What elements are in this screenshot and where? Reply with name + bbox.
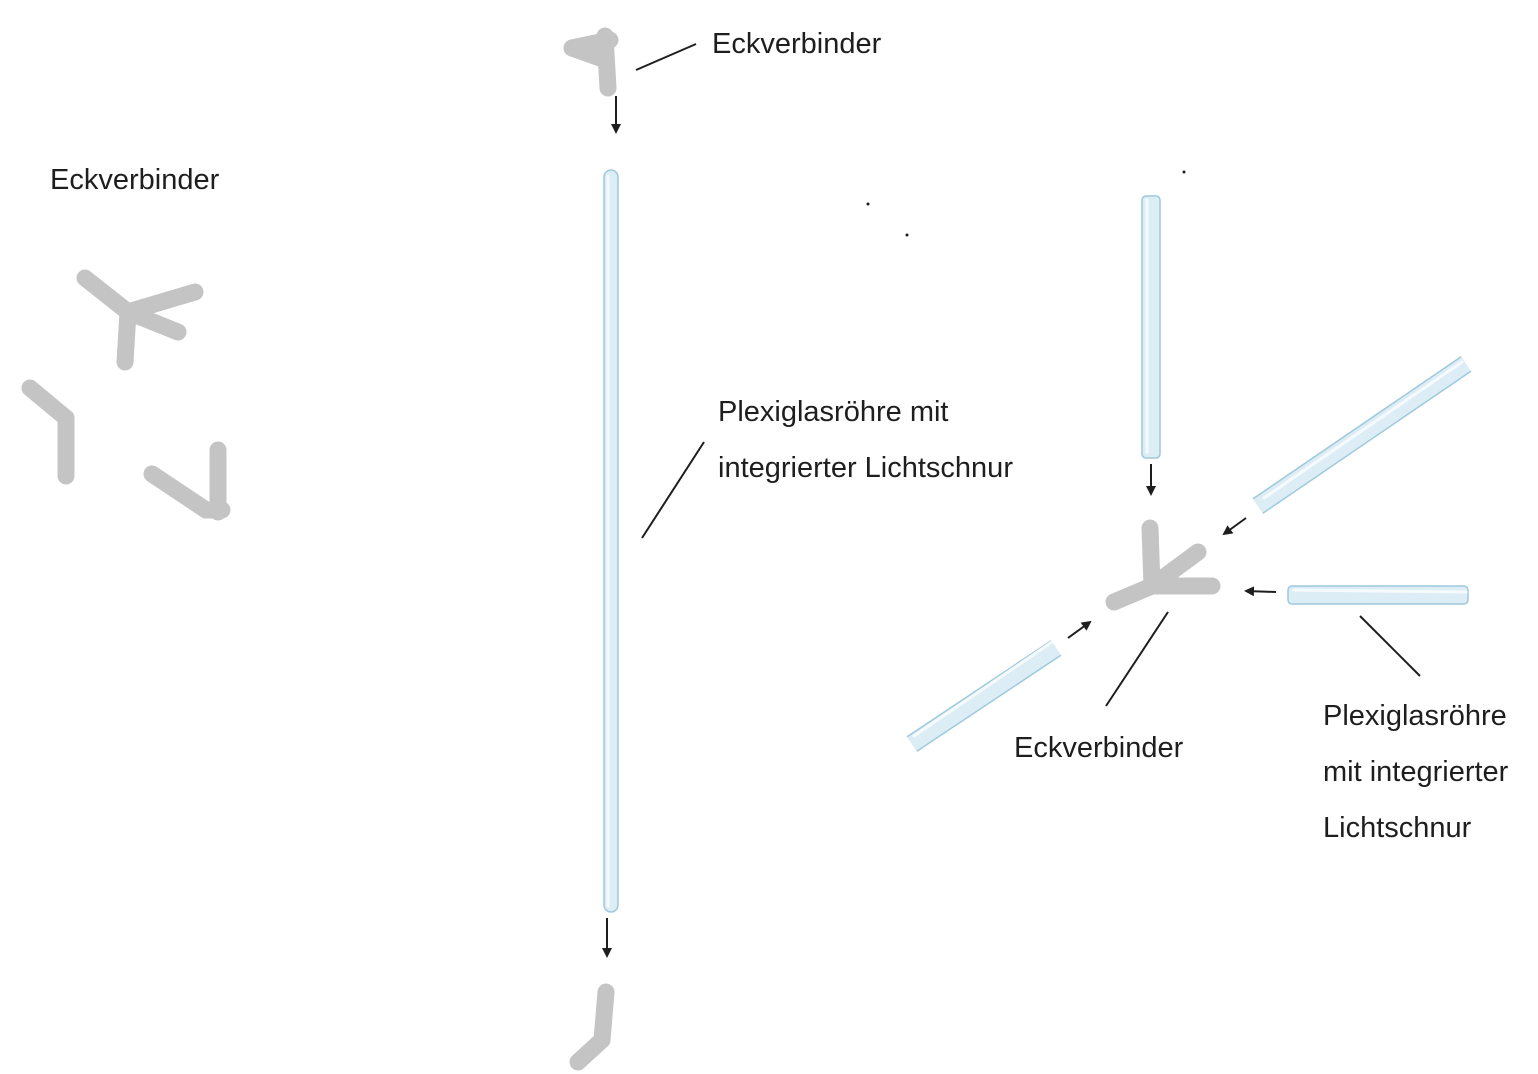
right-plexiglass-tube-icon [1287, 585, 1469, 605]
right-tube-label-line-3: Lichtschnur [1323, 812, 1472, 844]
corner-connector-icon [143, 441, 231, 521]
top-elbow-connector-icon [563, 27, 619, 97]
right-tube-label-line-2: mit integrierter [1323, 756, 1509, 788]
arrow-icon [1222, 517, 1247, 536]
right-tube-label-line-1: Plexiglasröhre [1323, 700, 1507, 732]
tube-label-line-1: Plexiglasröhre mit [718, 396, 949, 428]
upper-right-plexiglass-tube-icon [1252, 356, 1472, 514]
arrow-icon [1244, 586, 1277, 597]
top-plexiglass-tube-icon [1141, 195, 1161, 459]
stray-dot [905, 233, 909, 237]
vertical-assembly [563, 27, 705, 1071]
tube-label-line-2: integrierter Lichtschnur [718, 452, 1013, 484]
three-way-connector-icon [76, 269, 204, 371]
stray-dot [866, 202, 870, 206]
left-connector-label: Eckverbinder [50, 164, 220, 196]
arrow-icon [1067, 620, 1092, 639]
top-connector-label: Eckverbinder [712, 28, 882, 60]
joint-assembly [866, 170, 1472, 752]
four-way-connector-icon [1105, 519, 1221, 611]
joint-connector-label: Eckverbinder [1014, 732, 1184, 764]
elbow-connector-icon [21, 379, 75, 485]
stray-dot [1182, 170, 1186, 174]
right-tube-label: Plexiglasröhre mit integrierter Lichtsch… [1323, 688, 1508, 856]
lower-left-plexiglass-tube-icon [906, 640, 1062, 752]
leader-line-tube [641, 441, 705, 539]
leader-line-joint-connector [1105, 611, 1169, 707]
tube-label: Plexiglasröhre mit integrierter Lichtsch… [718, 384, 1013, 496]
leader-line-right-tube [1359, 615, 1421, 677]
vertical-plexiglass-tube-icon [603, 169, 619, 913]
connector-set-left [21, 269, 231, 521]
leader-line-top-connector [635, 43, 697, 71]
bottom-elbow-connector-icon [569, 983, 615, 1071]
